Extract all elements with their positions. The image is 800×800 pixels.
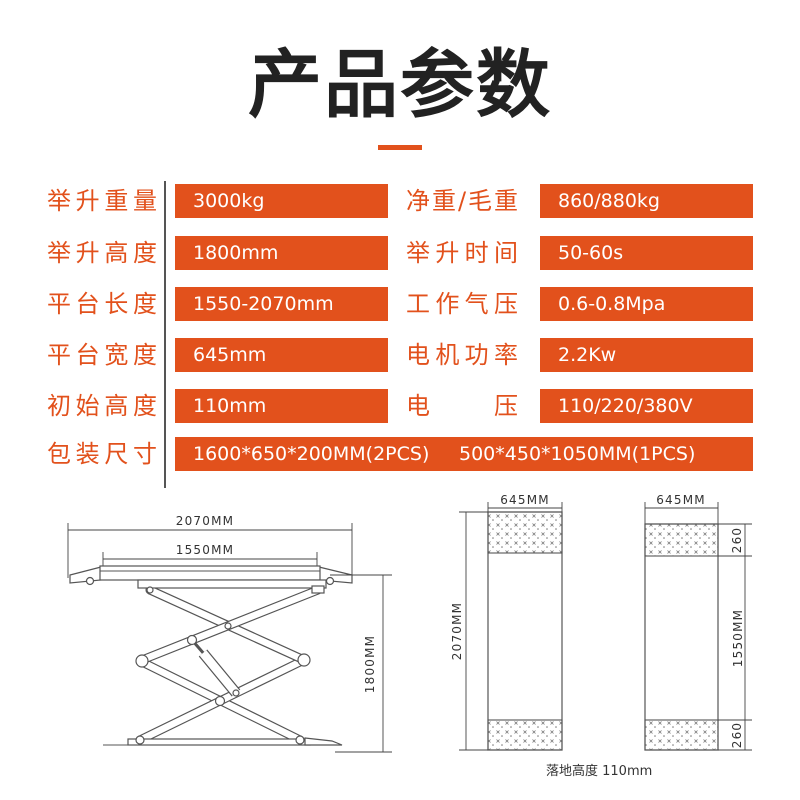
spec-value-lift-capacity: 3000kg bbox=[193, 190, 265, 212]
spec-value-platform-width: 645mm bbox=[193, 344, 267, 366]
package-size-value: 500*450*1050MM(1PCS) bbox=[459, 443, 696, 465]
section-dimensions: 260 1550MM 260 bbox=[718, 523, 752, 751]
length-label: 2070MM bbox=[450, 602, 464, 660]
spec-value-bar: 2.2Kw bbox=[540, 338, 753, 372]
spec-value-bar: 1550-2070mm bbox=[175, 287, 388, 321]
spec-label-package-size: 包装尺寸 bbox=[47, 440, 157, 468]
page-title: 产品参数 bbox=[248, 42, 552, 128]
platform-outline bbox=[644, 523, 719, 751]
spec-label-net-gross-weight: 净重/毛重 bbox=[406, 187, 518, 215]
pivot-pin bbox=[135, 654, 149, 668]
title-underline bbox=[378, 145, 422, 150]
width-dimension: 645MM bbox=[644, 493, 719, 524]
spec-row: 平台宽度 645mm 电机功率 2.2Kw bbox=[0, 338, 800, 372]
spec-value-bar: 3000kg bbox=[175, 184, 388, 218]
spec-label-platform-length: 平台长度 bbox=[47, 290, 157, 318]
overall-length-label: 2070MM bbox=[176, 514, 234, 528]
spec-value-net-gross-weight: 860/880kg bbox=[558, 190, 660, 212]
hatched-section-bottom bbox=[487, 719, 563, 751]
ramp-left bbox=[69, 566, 102, 584]
spec-value-bar: 1800mm bbox=[175, 236, 388, 270]
base-ramp-right bbox=[304, 737, 343, 746]
spec-label-platform-width: 平台宽度 bbox=[47, 341, 157, 369]
spec-value-bar: 110/220/380V bbox=[540, 389, 753, 423]
spec-label-motor-power: 电机功率 bbox=[406, 341, 518, 369]
spec-label-lift-height: 举升高度 bbox=[47, 239, 157, 267]
scissor-mechanism bbox=[135, 585, 323, 745]
cylinder-mount-pin bbox=[186, 634, 198, 646]
spec-label-initial-height: 初始高度 bbox=[47, 392, 157, 420]
pivot-pin bbox=[297, 653, 311, 667]
overall-length-dimension: 2070MM bbox=[67, 514, 353, 578]
package-size-value: 1600*650*200MM(2PCS) bbox=[193, 443, 430, 465]
base-roller-right bbox=[295, 735, 305, 745]
cylinder-mount-pin bbox=[232, 689, 240, 697]
base-pivot-left bbox=[135, 735, 145, 745]
hatched-section-top bbox=[644, 523, 719, 557]
platform-beam bbox=[137, 579, 327, 589]
pivot-pin bbox=[214, 695, 226, 707]
spec-value-lift-height: 1800mm bbox=[193, 242, 279, 264]
spec-value-bar: 110mm bbox=[175, 389, 388, 423]
spec-value-bar: 645mm bbox=[175, 338, 388, 372]
lift-height-label: 1800MM bbox=[363, 635, 377, 693]
platform-length-label: 1550MM bbox=[176, 543, 234, 557]
top-view-retracted-drawing: 645MM 260 1550MM 260 bbox=[644, 493, 752, 751]
spec-value-voltage: 110/220/380V bbox=[558, 395, 693, 417]
spec-value-motor-power: 2.2Kw bbox=[558, 344, 617, 366]
width-label: 645MM bbox=[500, 493, 550, 507]
spec-value-initial-height: 110mm bbox=[193, 395, 267, 417]
spec-value-lift-time: 50-60s bbox=[558, 242, 624, 264]
spec-row: 平台长度 1550-2070mm 工作气压 0.6-0.8Mpa bbox=[0, 287, 800, 321]
spec-value-bar: 860/880kg bbox=[540, 184, 753, 218]
hatched-section-top bbox=[487, 511, 563, 554]
hatched-section-bottom bbox=[644, 719, 719, 751]
spec-label-air-pressure: 工作气压 bbox=[406, 290, 518, 318]
end-section-top-label: 260 bbox=[730, 527, 744, 554]
spec-row: 举升重量 3000kg 净重/毛重 860/880kg bbox=[0, 184, 800, 218]
spec-value-bar-wide: 1600*650*200MM(2PCS) 500*450*1050MM(1PCS… bbox=[175, 437, 753, 471]
ramp-hinge-right bbox=[325, 576, 335, 586]
base-frame bbox=[103, 735, 343, 746]
spec-value-bar: 0.6-0.8Mpa bbox=[540, 287, 753, 321]
ground-clearance-caption: 落地高度 110mm bbox=[546, 763, 652, 779]
base-rail bbox=[127, 738, 311, 746]
lift-height-dimension: 1800MM bbox=[330, 574, 392, 753]
spec-value-platform-length: 1550-2070mm bbox=[193, 293, 334, 315]
spec-value-bar: 50-60s bbox=[540, 236, 753, 270]
top-slider bbox=[311, 585, 325, 594]
label-column-divider bbox=[164, 181, 166, 488]
pivot-pin bbox=[224, 622, 232, 630]
spec-label-lift-capacity: 举升重量 bbox=[47, 187, 157, 215]
width-dimension: 645MM bbox=[487, 493, 563, 512]
spec-label-lift-time: 举升时间 bbox=[406, 239, 518, 267]
platform bbox=[69, 565, 353, 594]
spec-row: 初始高度 110mm 电 压 110/220/380V bbox=[0, 389, 800, 423]
spec-value-air-pressure: 0.6-0.8Mpa bbox=[558, 293, 666, 315]
side-view-drawing: 2070MM 1550MM bbox=[67, 514, 392, 753]
technical-drawings: 2070MM 1550MM bbox=[67, 493, 752, 779]
cylinder-body bbox=[199, 650, 240, 696]
ramp-hinge-left bbox=[85, 576, 95, 586]
spec-row-package: 包装尺寸 1600*650*200MM(2PCS) 500*450*1050MM… bbox=[0, 437, 800, 471]
platform-length-dimension: 1550MM bbox=[102, 543, 318, 567]
spec-label-voltage: 电 压 bbox=[406, 392, 518, 420]
length-dimension: 2070MM bbox=[450, 511, 488, 751]
middle-section-label: 1550MM bbox=[731, 609, 745, 667]
platform-deck bbox=[99, 565, 321, 581]
end-section-bottom-label: 260 bbox=[730, 722, 744, 749]
spec-row: 举升高度 1800mm 举升时间 50-60s bbox=[0, 236, 800, 270]
width-label: 645MM bbox=[656, 493, 706, 507]
top-view-extended-drawing: 645MM 2070MM bbox=[450, 493, 563, 751]
top-pivot-pin bbox=[146, 586, 154, 594]
